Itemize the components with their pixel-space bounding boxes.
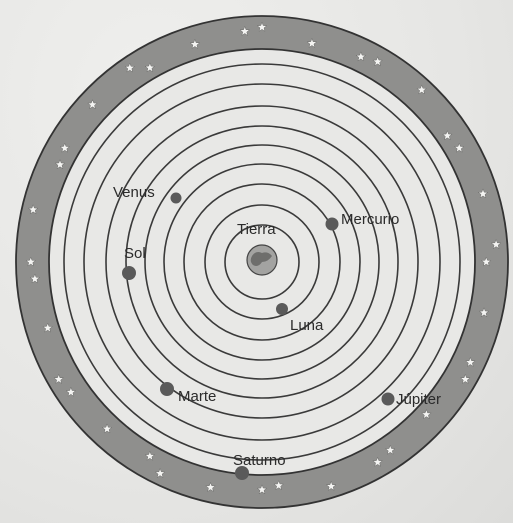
sol-dot [122, 266, 136, 280]
earth-label: Tierra [237, 221, 276, 238]
marte-label: Marte [178, 388, 216, 405]
jupiter-dot [382, 393, 395, 406]
luna-label: Luna [290, 317, 324, 334]
luna-dot [276, 303, 288, 315]
sol-label: Sol [124, 245, 146, 262]
venus-label: Venus [113, 184, 155, 201]
venus-dot [171, 193, 182, 204]
mercurio-dot [326, 218, 339, 231]
mercurio-label: Mercurio [341, 211, 399, 228]
jupiter-label: Júpiter [396, 391, 441, 408]
saturno-label: Saturno [233, 452, 286, 469]
marte-dot [160, 382, 174, 396]
